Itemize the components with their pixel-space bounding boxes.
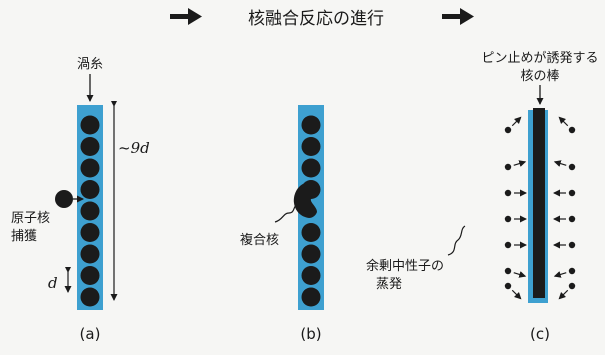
evap-label-line2: 蒸発 [376,277,402,292]
vortex-nucleus [301,244,321,264]
neutron-arrow [513,160,527,167]
neutron [568,241,576,249]
progress-arrow-right [442,8,474,25]
neutron-arrow [513,271,527,278]
captured-nucleus [55,190,73,208]
neutron [568,267,576,275]
rod-label-line2: 核の棒 [520,69,559,84]
neutron [504,126,512,134]
capture-label-line2: 捕獲 [11,228,37,244]
neutron [568,189,576,197]
vortex-nucleus [301,287,321,307]
neutron-arrow [511,289,522,300]
vortex-nucleus [80,201,100,221]
neutron [568,126,576,134]
vortex-nucleus [80,158,100,178]
caption-b: (b) [300,325,321,343]
spacing-label: d [48,274,58,292]
vortex-nucleus [301,158,321,178]
capture-label-line1: 原子核 [11,211,50,226]
height-label: ~9d [118,139,150,157]
vortex-nucleus [301,223,321,242]
vortex-nucleus [80,244,100,264]
neutron [504,189,512,197]
compound-pointer-squiggle [274,204,298,223]
evaporated-neutrons [504,116,576,300]
evap-pointer-squiggle [447,225,466,256]
vortex-nucleus [301,115,321,135]
vortex-nucleus [80,180,100,199]
vortex-nucleus [301,137,321,156]
panel-c: ピン止めが誘発する 核の棒 余剰中性子の 蒸発 (c) [366,51,599,343]
rod-label-line1: ピン止めが誘発する [481,51,598,66]
neutron [504,241,512,249]
vortex-nucleus [80,115,100,135]
caption-a: (a) [80,325,101,343]
panel-b: 複合核 (b) [240,105,324,343]
neutron [504,282,512,290]
pinned-nucleus-rod [533,108,545,298]
vortex-nucleus [301,266,321,285]
evap-label-line1: 余剰中性子の [366,258,444,274]
compound-label: 複合核 [240,232,279,248]
neutron-arrow [558,289,569,300]
vortex-nucleus [80,266,100,285]
neutron [504,267,512,275]
panel-a: 渦糸 ~9d 原子核 捕獲 d (a) [11,57,150,343]
vortex-nucleus [80,223,100,242]
vortex-label: 渦糸 [77,57,103,72]
vortex-nucleus [80,137,100,156]
neutron [568,163,576,171]
neutron-arrow [558,116,569,127]
nucleus-row-a [80,115,100,307]
neutron [568,282,576,290]
diagram-title: 核融合反応の進行 [248,9,384,29]
neutron [568,215,576,223]
neutron-arrow [511,116,522,127]
neutron [504,215,512,223]
vortex-nucleus [80,287,100,307]
neutron-arrow [553,160,567,167]
caption-c: (c) [530,325,550,343]
nucleus-row-b [301,115,321,307]
compound-nucleus [293,182,317,218]
progress-arrow-left [170,8,202,25]
neutron-arrow [553,271,567,278]
neutron [504,163,512,171]
